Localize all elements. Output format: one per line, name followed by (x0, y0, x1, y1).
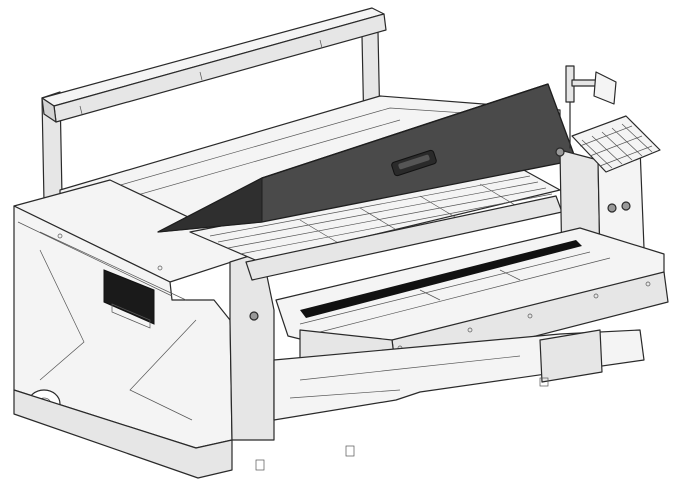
top-beam (41, 7, 385, 107)
lid (157, 83, 577, 233)
top-beam-front (53, 13, 387, 123)
lower-body (255, 329, 645, 471)
control-panel-icon (571, 115, 661, 173)
left-cabinet-base (13, 389, 233, 479)
knob-icon (607, 201, 631, 213)
monitor-arm-icon (555, 65, 617, 157)
lid-inner-face (157, 177, 263, 233)
beam-end (41, 97, 57, 123)
control-panel-body (571, 115, 661, 173)
lid-handle-icon (391, 149, 437, 177)
center-bed (189, 167, 563, 281)
feed-belt (300, 240, 582, 318)
lower-body-panel (539, 329, 603, 383)
overhead-frame (41, 7, 387, 203)
viewing-window-icon (103, 269, 155, 325)
left-cabinet (13, 179, 275, 479)
